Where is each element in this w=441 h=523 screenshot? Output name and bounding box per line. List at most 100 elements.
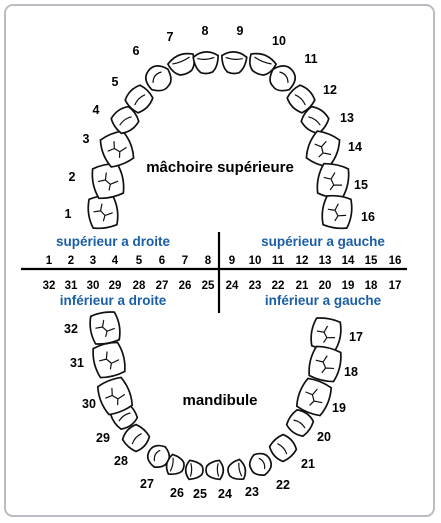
tooth-fissure	[305, 388, 323, 406]
lower-number-23: 23	[245, 485, 259, 499]
grid-upper-number-3: 3	[90, 255, 96, 267]
lower-tooth-30	[96, 376, 134, 416]
lower-tooth-21	[268, 433, 298, 463]
grid-lower-number-31: 31	[65, 280, 78, 292]
lower-number-26: 26	[170, 486, 184, 500]
tooth-fissure	[153, 449, 161, 462]
grid-lower-number-26: 26	[179, 280, 192, 292]
tooth-fissure	[254, 56, 272, 65]
grid-lower-number-22: 22	[272, 280, 285, 292]
tooth-fissure	[308, 116, 321, 126]
tooth-outline	[316, 162, 350, 200]
tooth-outline	[96, 376, 134, 416]
upper-tooth-10	[248, 52, 278, 76]
tooth-fissure	[172, 56, 190, 65]
lower-number-32: 32	[64, 322, 78, 336]
upper-tooth-3	[99, 130, 135, 168]
grid-upper-number-11: 11	[272, 255, 285, 267]
lower-number-22: 22	[276, 478, 290, 492]
upper-number-3: 3	[83, 132, 90, 146]
lower-tooth-23	[227, 458, 247, 481]
lower-number-30: 30	[82, 397, 96, 411]
tooth-outline	[89, 311, 121, 345]
tooth-fissure	[197, 56, 215, 60]
tooth-outline	[227, 458, 247, 481]
lower-tooth-25	[184, 459, 204, 481]
grid-upper-number-7: 7	[182, 255, 188, 267]
upper-number-13: 13	[340, 111, 354, 125]
tooth-fissure	[93, 203, 113, 222]
tooth-outline	[192, 51, 220, 75]
tooth-fissure	[316, 325, 336, 343]
lower-tooth-19	[295, 377, 333, 417]
lower-tooth-20	[285, 408, 315, 438]
tooth-fissure	[216, 463, 220, 477]
tooth-outline	[310, 317, 342, 351]
upper-number-14: 14	[348, 140, 362, 154]
upper-number-1: 1	[65, 207, 72, 221]
upper-number-2: 2	[69, 170, 76, 184]
tooth-outline	[91, 162, 125, 200]
grid-lower-number-21: 21	[296, 280, 309, 292]
tooth-fissure	[189, 463, 193, 477]
tooth-fissure	[279, 71, 289, 83]
lower-number-31: 31	[70, 356, 84, 370]
grid-upper-number-9: 9	[229, 255, 235, 267]
tooth-outline	[144, 65, 172, 92]
tooth-fissure	[131, 433, 142, 445]
tooth-outline	[184, 459, 204, 481]
upper-right-quadrant-label: supérieur a droite	[56, 234, 171, 249]
grid-lower-number-17: 17	[389, 280, 402, 292]
lower-arch	[89, 311, 342, 481]
upper-number-11: 11	[304, 52, 317, 66]
upper-number-10: 10	[272, 34, 286, 48]
tooth-fissure	[238, 462, 243, 477]
tooth-outline	[166, 52, 196, 76]
lower-tooth-17	[310, 317, 342, 351]
lower-tooth-24	[205, 459, 225, 481]
lower-number-18: 18	[344, 365, 358, 379]
lower-tooth-27	[146, 444, 171, 468]
lower-number-24: 24	[218, 487, 232, 501]
lower-number-28: 28	[114, 454, 128, 468]
tooth-fissure	[99, 351, 120, 370]
grid-upper-number-6: 6	[159, 255, 165, 267]
tooth-outline	[99, 130, 135, 168]
tooth-fissure	[277, 443, 288, 455]
grid-upper-number-16: 16	[389, 255, 402, 267]
grid-lower-number-30: 30	[87, 280, 100, 292]
lower-tooth-28	[121, 423, 151, 453]
grid-lower-number-24: 24	[226, 280, 239, 292]
grid-upper-number-14: 14	[342, 255, 355, 267]
tooth-outline	[308, 345, 342, 383]
tooth-fissure	[152, 71, 162, 83]
upper-jaw-label: mâchoire supérieure	[146, 159, 294, 176]
upper-tooth-16	[321, 194, 353, 230]
upper-tooth-14	[305, 130, 341, 168]
tooth-fissure	[169, 457, 174, 472]
tooth-fissure	[225, 56, 243, 60]
tooth-fissure	[293, 419, 306, 429]
lower-number-21: 21	[301, 457, 315, 471]
upper-number-16: 16	[361, 210, 375, 224]
grid-upper-number-10: 10	[249, 255, 262, 267]
upper-number-15: 15	[354, 178, 368, 192]
grid-upper-number-2: 2	[68, 255, 74, 267]
lower-number-29: 29	[96, 431, 110, 445]
grid-upper-number-8: 8	[205, 255, 212, 267]
upper-tooth-5	[124, 84, 154, 114]
grid-lower-number-25: 25	[202, 280, 215, 292]
grid-upper-number-12: 12	[296, 255, 309, 267]
grid-lower-number-28: 28	[133, 280, 146, 292]
upper-number-5: 5	[112, 75, 119, 89]
tooth-fissure	[119, 116, 132, 126]
tooth-fissure	[294, 94, 306, 106]
tooth-fissure	[134, 94, 146, 106]
grid-upper-number-15: 15	[365, 255, 378, 267]
upper-number-9: 9	[237, 24, 244, 38]
tooth-fissure	[118, 412, 131, 422]
tooth-outline	[205, 459, 225, 481]
tooth-outline	[220, 51, 248, 75]
